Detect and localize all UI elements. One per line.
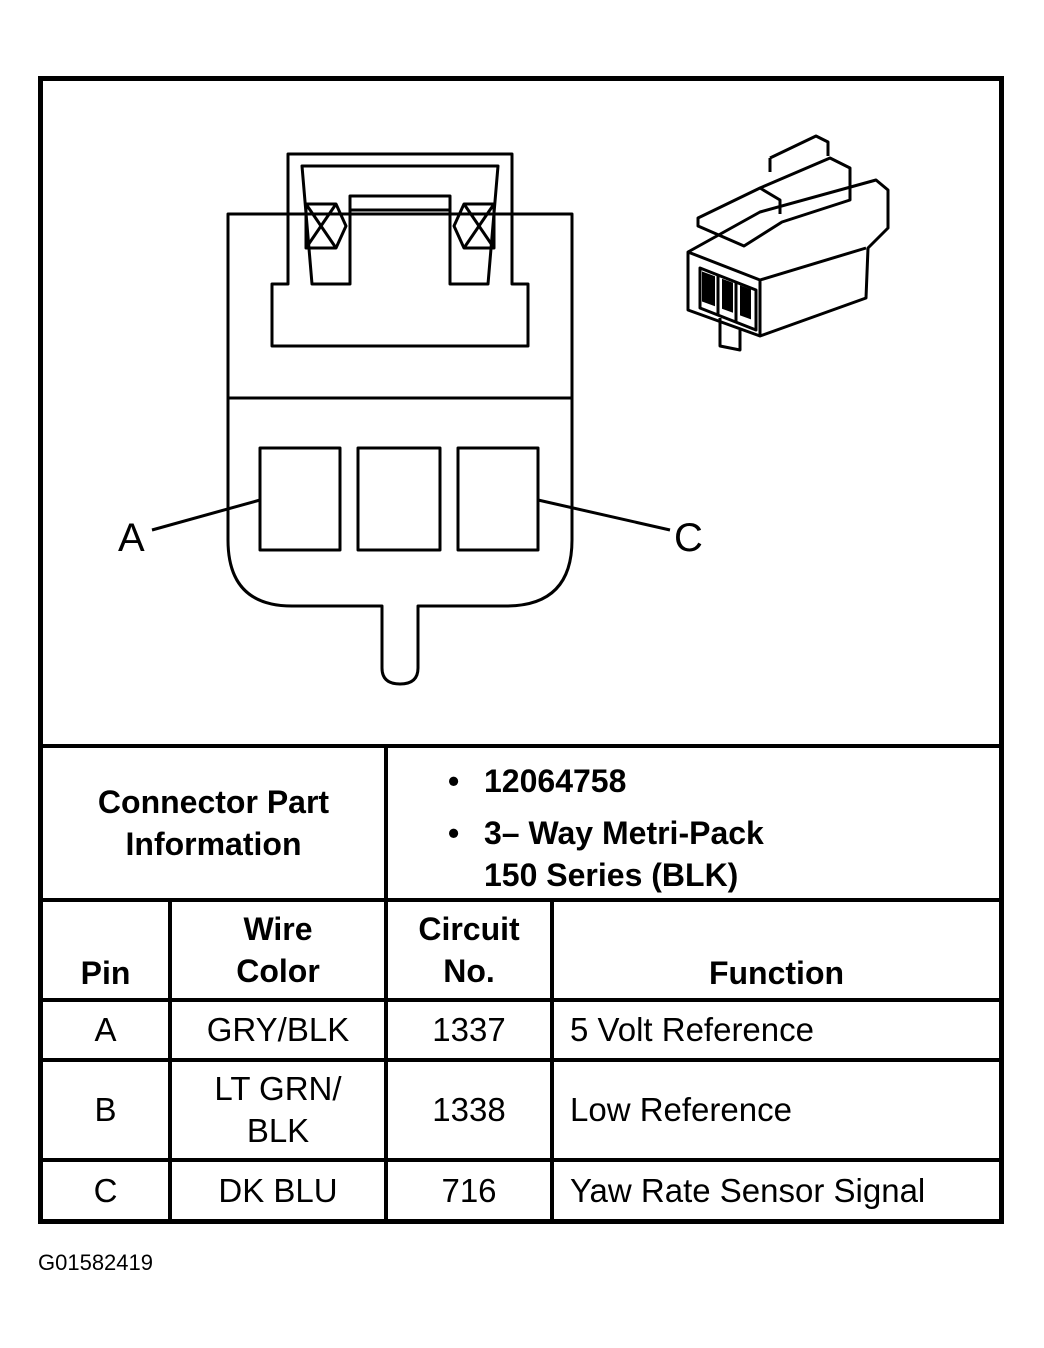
- leader-line-a: [151, 498, 261, 532]
- row-a-wire-color: GRY/BLK: [206, 1011, 350, 1048]
- connector-diagram: [151, 134, 890, 686]
- row-b-wire-color-line1: LT GRN/: [214, 1070, 342, 1107]
- row-c-pin: C: [93, 1171, 118, 1209]
- row-a-pin: A: [94, 1011, 117, 1048]
- pin-a-callout: A: [118, 516, 145, 560]
- pin-c-callout: C: [674, 516, 703, 560]
- header-pin: Pin: [80, 955, 131, 991]
- part-number: 12064758: [484, 763, 627, 799]
- cavity-b: [356, 446, 442, 552]
- connector-info-label-line1: Connector Part: [97, 784, 330, 820]
- connector-type: 3– Way Metri-Pack: [484, 815, 764, 851]
- row-b-circuit: 1338: [432, 1091, 506, 1128]
- header-wire-color-line1: Wire: [243, 911, 313, 947]
- connector-face-body: [226, 212, 574, 686]
- row-b-wire-color-line2: BLK: [246, 1112, 310, 1149]
- header-circuit-line1: Circuit: [418, 911, 520, 947]
- connector-series: 150 Series (BLK): [484, 857, 739, 893]
- connector-lock-inner: [300, 164, 500, 286]
- figure-id: G01582419: [38, 1250, 153, 1275]
- row-a-circuit: 1337: [432, 1011, 506, 1048]
- row-b-pin: B: [94, 1091, 117, 1128]
- connector-info-label-line2: Information: [125, 826, 302, 862]
- connector-info-bullets: • 12064758 • 3– Way Metri-Pack 150 Serie…: [388, 748, 999, 898]
- bullet-symbol: •: [448, 763, 460, 799]
- header-wire-color-line2: Color: [236, 953, 320, 989]
- header-wire-color: Wire Color: [172, 902, 384, 998]
- row-c-function: Yaw Rate Sensor Signal: [570, 1171, 926, 1209]
- connector-iso-view: [686, 134, 890, 352]
- pin-table: Connector Part Information • 12064758 • …: [38, 744, 1004, 1224]
- row-b-function: Low Reference: [570, 1091, 792, 1128]
- header-circuit-line2: No.: [443, 953, 495, 989]
- connector-info-label: Connector Part Information: [43, 748, 384, 898]
- connector-lock-tab: [270, 152, 530, 348]
- diagram-frame: [38, 76, 1004, 1224]
- row-c-circuit: 716: [441, 1171, 497, 1209]
- row-c-wire-color: DK BLU: [218, 1171, 338, 1209]
- bullet-symbol: •: [448, 815, 460, 851]
- row-a-function: 5 Volt Reference: [570, 1011, 814, 1048]
- header-function: Function: [708, 955, 845, 991]
- header-circuit: Circuit No.: [388, 902, 550, 998]
- cavity-a: [258, 446, 342, 552]
- leader-line-c: [537, 498, 671, 532]
- row-b-wire-color: LT GRN/ BLK: [172, 1062, 384, 1158]
- cavity-c: [456, 446, 540, 552]
